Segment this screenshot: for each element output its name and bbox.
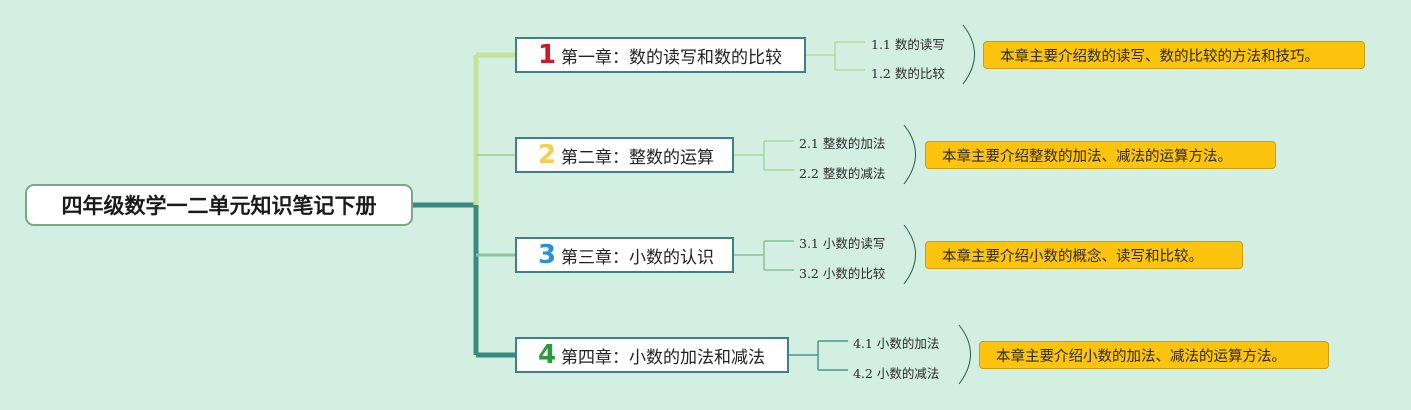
bracket-chapter-2 xyxy=(903,124,916,185)
section-1-1[interactable]: 1.1 数的读写 xyxy=(871,37,945,52)
section-3-1[interactable]: 3.1 小数的读写 xyxy=(799,236,886,251)
chapter-1-number-icon: 1 xyxy=(537,40,557,70)
chapter-3-number-icon: 3 xyxy=(537,240,557,270)
root-topic[interactable]: 四年级数学一二单元知识笔记下册 xyxy=(25,184,413,226)
section-4-1[interactable]: 4.1 小数的加法 xyxy=(853,336,940,351)
section-1-2[interactable]: 1.2 数的比较 xyxy=(871,66,945,81)
section-4-2[interactable]: 4.2 小数的减法 xyxy=(853,366,940,381)
section-2-2[interactable]: 2.2 整数的减法 xyxy=(799,166,886,181)
section-2-1[interactable]: 2.1 整数的加法 xyxy=(799,136,886,151)
chapter-4-title: 第四章：小数的加法和减法 xyxy=(561,347,765,368)
chapter-4-summary[interactable]: 本章主要介绍小数的加法、减法的运算方法。 xyxy=(979,341,1329,369)
chapter-2-topic[interactable]: 2 第二章：整数的运算 xyxy=(515,137,734,173)
chapter-1-summary[interactable]: 本章主要介绍数的读写、数的比较的方法和技巧。 xyxy=(983,41,1365,69)
chapter-2-title: 第二章：整数的运算 xyxy=(561,147,714,168)
chapter-4-topic[interactable]: 4 第四章：小数的加法和减法 xyxy=(515,337,789,373)
chapter-2-summary[interactable]: 本章主要介绍整数的加法、减法的运算方法。 xyxy=(925,141,1276,169)
root-topic-label: 四年级数学一二单元知识笔记下册 xyxy=(61,194,377,218)
chapter-3-summary[interactable]: 本章主要介绍小数的概念、读写和比较。 xyxy=(925,241,1243,269)
section-3-2[interactable]: 3.2 小数的比较 xyxy=(799,266,886,281)
chapter-3-title: 第三章：小数的认识 xyxy=(561,247,714,268)
fork-chapter-4 xyxy=(789,340,848,371)
fork-chapter-2 xyxy=(734,140,794,171)
chapter-1-topic[interactable]: 1 第一章：数的读写和数的比较 xyxy=(515,37,806,73)
chapter-3-topic[interactable]: 3 第三章：小数的认识 xyxy=(515,237,734,273)
bracket-chapter-1 xyxy=(962,24,975,85)
fork-chapter-1 xyxy=(805,41,865,71)
bracket-chapter-3 xyxy=(903,224,916,285)
chapter-2-number-icon: 2 xyxy=(537,140,557,170)
chapter-1-title: 第一章：数的读写和数的比较 xyxy=(561,47,782,68)
fork-chapter-3 xyxy=(734,240,794,271)
chapter-4-number-icon: 4 xyxy=(537,340,557,370)
bracket-chapter-4 xyxy=(958,324,971,385)
